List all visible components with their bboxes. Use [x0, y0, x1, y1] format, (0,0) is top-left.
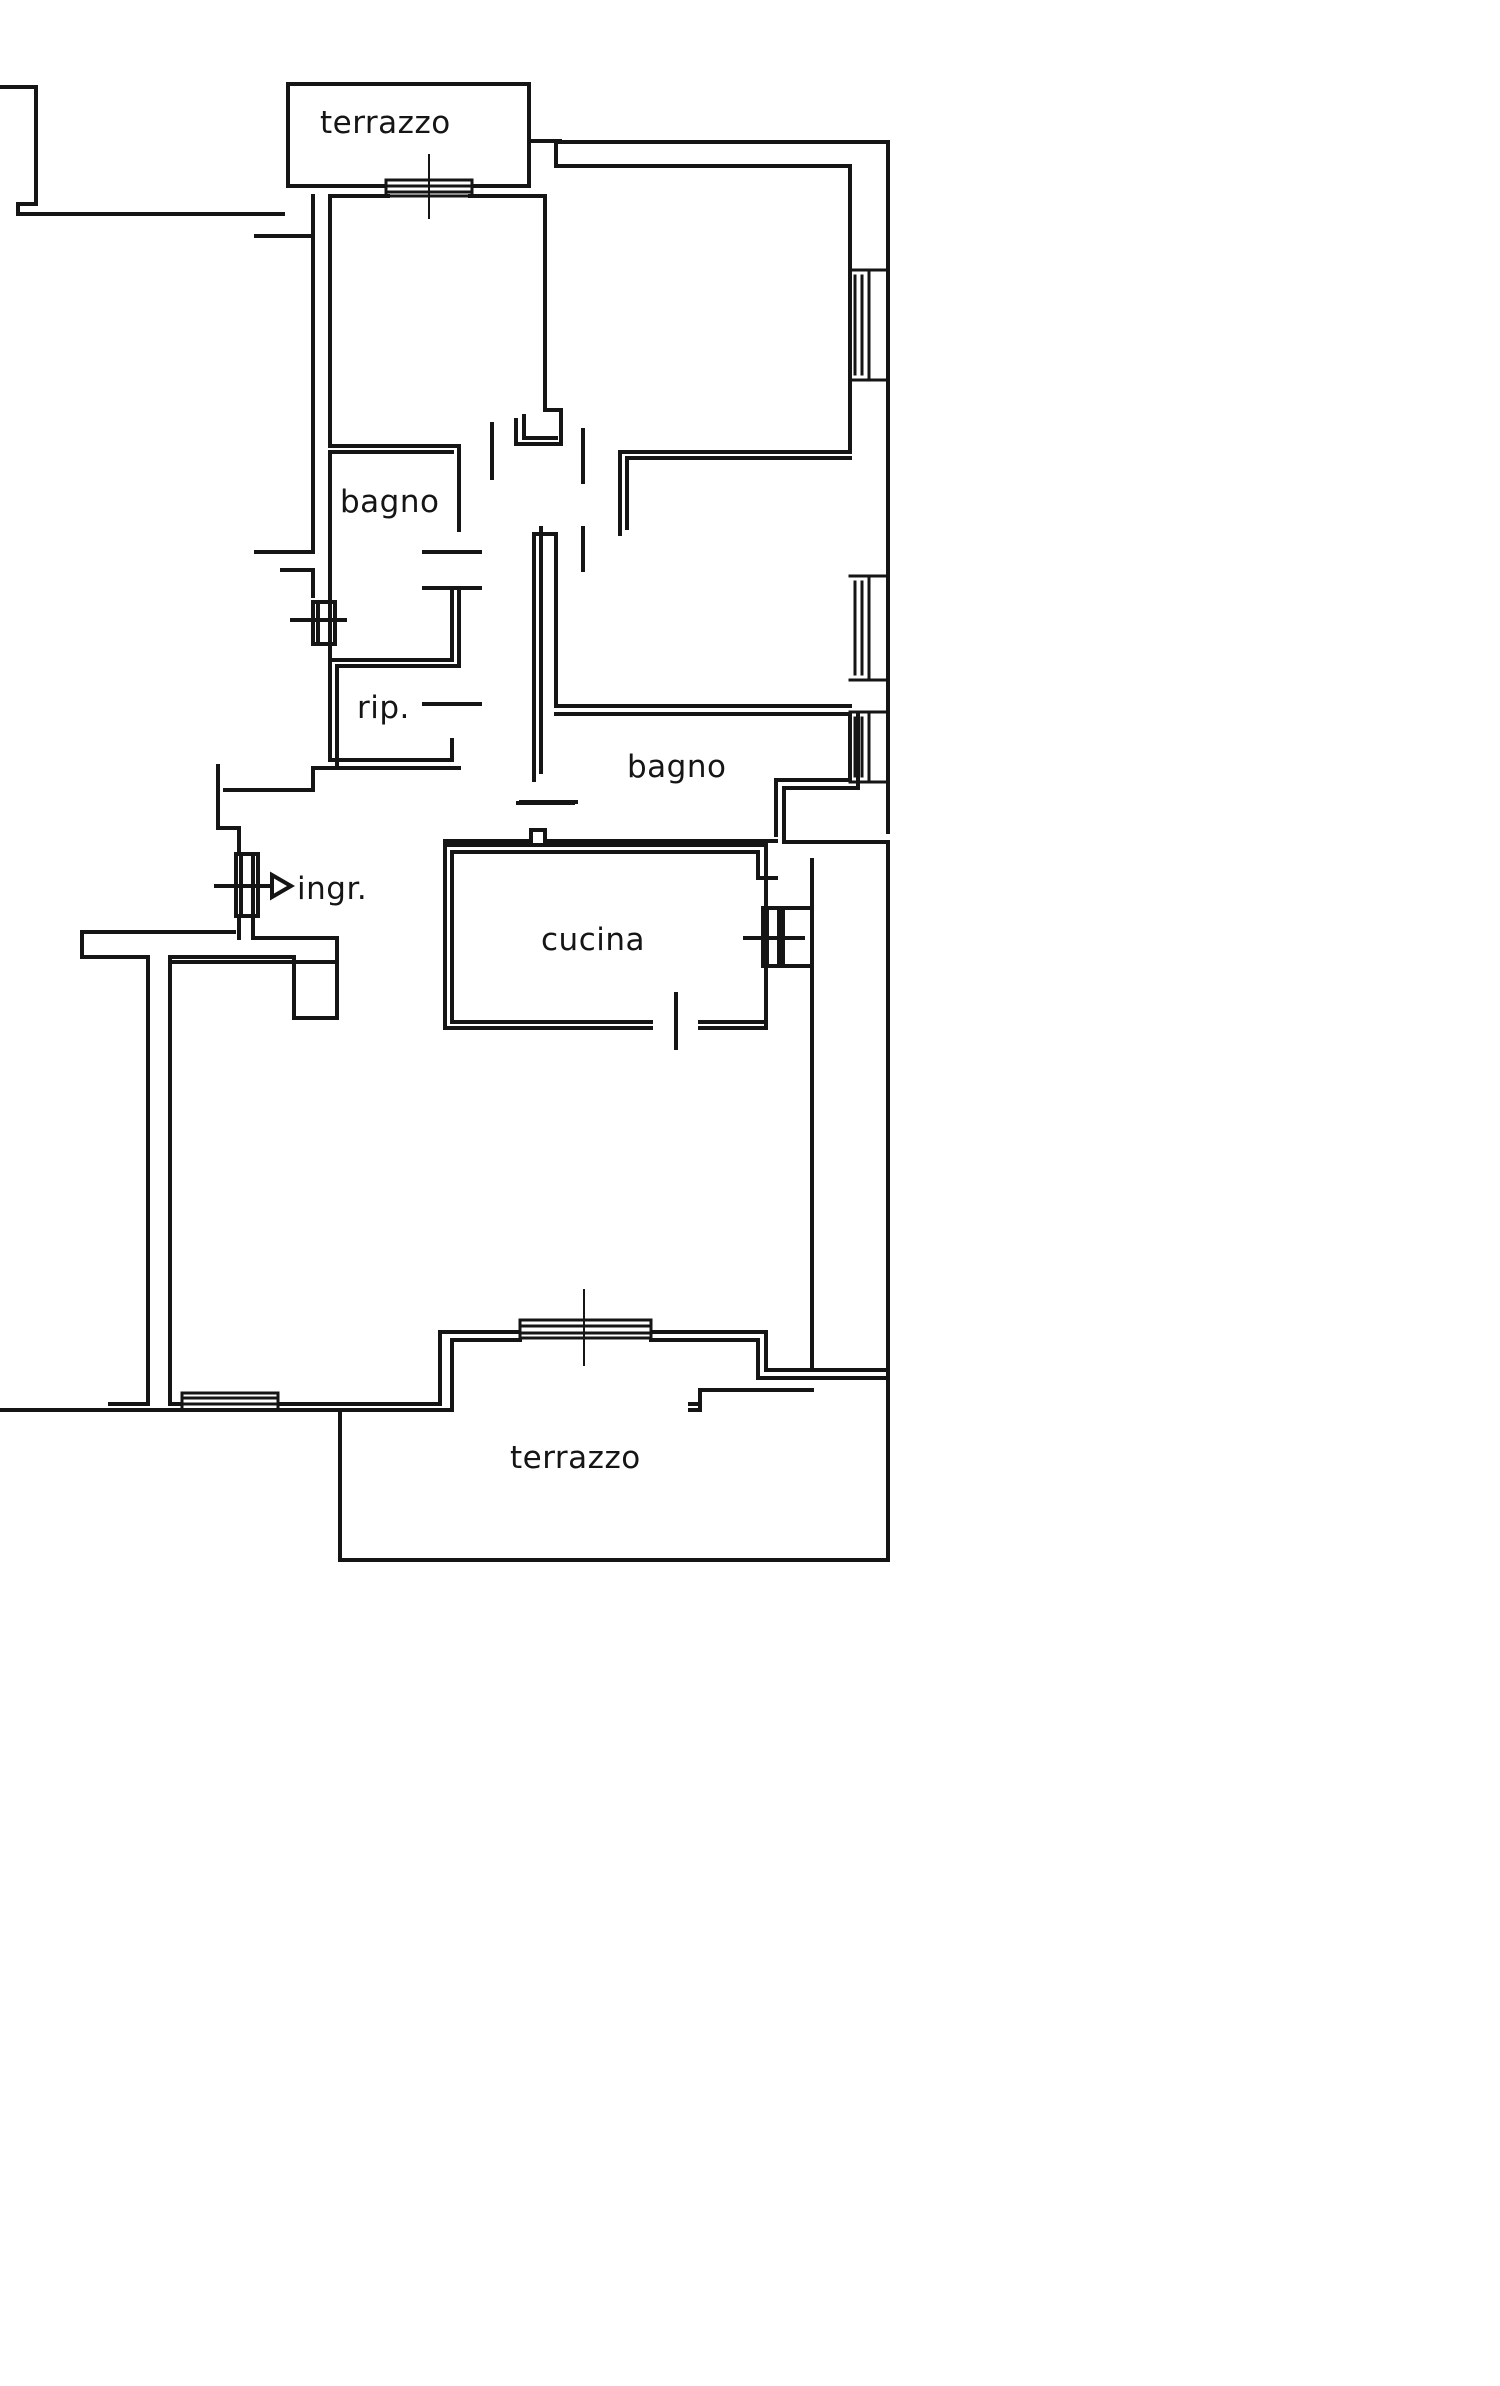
window-south-west: [180, 1391, 280, 1412]
hall-wall-lower-left: [216, 764, 241, 830]
bagno-left-wall-south: [328, 588, 454, 662]
room-label-bagno-left: bagno: [340, 484, 440, 520]
cucina-wall-north-notch: [443, 828, 733, 843]
bagno-right-wall-south-step: [774, 712, 852, 837]
hall-wall-west-upper: [254, 234, 315, 554]
room-ne-wall-inner-north: [558, 164, 852, 454]
window-south-living: [518, 1318, 653, 1340]
bagno-left-wall-north: [328, 444, 461, 532]
room-ne-wall-south: [618, 450, 852, 536]
bagno-left-wall-south-inner: [335, 586, 461, 668]
hall-wall-lower: [223, 766, 339, 792]
living-wall-south-east-step-inner: [649, 1338, 890, 1380]
partition-corridor-notch: [514, 418, 563, 446]
cucina-door: [743, 906, 814, 968]
bagno-door: [280, 568, 347, 646]
terrazzo-bottom-outline: [0, 1408, 890, 1562]
ingresso-door: [214, 826, 272, 940]
cucina-wall-inner-north: [450, 850, 778, 880]
wall-hall-bottom-right: [251, 936, 339, 964]
partition-corridor-notch-inner: [522, 414, 558, 440]
cucina-wall-west-inner: [450, 850, 653, 1024]
living-wall-south-east-step: [649, 1330, 890, 1372]
wall-hall-left-step: [80, 930, 150, 959]
room-label-terrazzo-bottom: terrazzo: [510, 1440, 641, 1476]
rip-wall-outline: [328, 664, 454, 762]
room-ne-wall-south-inner: [625, 456, 852, 530]
exterior-wall-north-east: [558, 140, 890, 834]
room-label-cucina: cucina: [541, 922, 645, 958]
room-nw-wall-north-right: [468, 194, 547, 412]
room-label-ingresso: ingr.: [297, 871, 368, 907]
exterior-wall-northwest: [0, 85, 285, 216]
room-label-ripostiglio: rip.: [357, 690, 410, 726]
terrazzo-bottom-notch: [688, 1388, 814, 1412]
living-wall-south-step-inner: [276, 1338, 522, 1412]
window-east-lower: [848, 710, 890, 784]
room-label-terrazzo-top: terrazzo: [320, 105, 451, 141]
ingresso-arrow-icon: [270, 871, 295, 901]
window-east-upper: [848, 268, 890, 382]
exterior-wall-east-lower: [810, 840, 890, 1412]
bagno-right-wall-west-step: [532, 532, 558, 708]
room-nw-step-southeast: [543, 408, 563, 442]
room-label-bagno-right: bagno: [627, 749, 727, 785]
window-east-middle: [848, 574, 890, 682]
living-wall-south-step: [276, 1330, 522, 1406]
wall-group-thick: [0, 82, 890, 1562]
wall-living-north-notch: [168, 955, 339, 1020]
